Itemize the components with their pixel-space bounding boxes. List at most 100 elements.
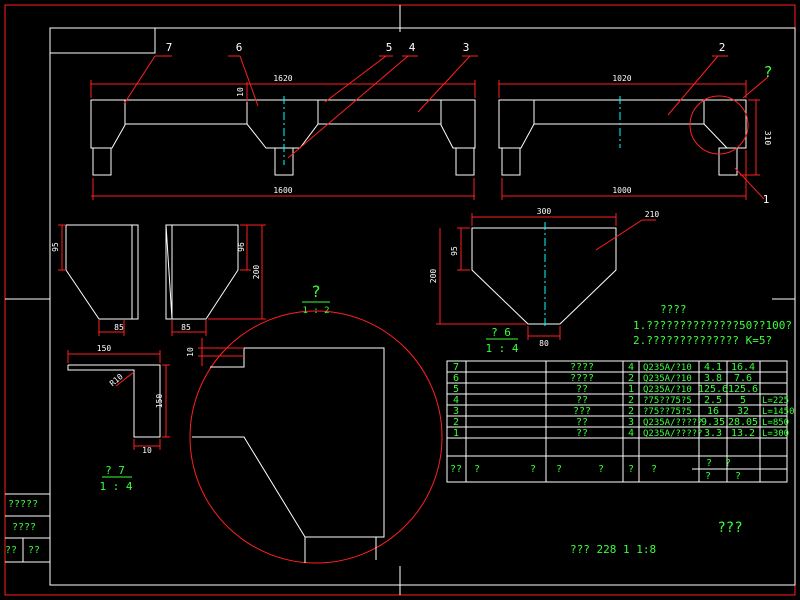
callout-3: 3 <box>463 41 470 54</box>
bom-cell-unit: 9.35 <box>701 417 725 428</box>
bom-cell-unit: 4.1 <box>704 362 722 373</box>
front-dimensions <box>90 55 478 200</box>
bom-header-6: ? <box>651 464 657 475</box>
bom-cell-no: 7 <box>453 362 459 373</box>
bom-cell-qty: 3 <box>628 417 634 428</box>
section-6-dim-200: 200 <box>429 269 438 284</box>
bom-cell-unit: 16 <box>707 406 719 417</box>
title-block-title: ??? <box>717 520 742 536</box>
callout-unknown: ? <box>763 63 772 81</box>
bom-cell-total: 125.6 <box>728 384 758 395</box>
detail-caption-top: ? <box>311 282 321 301</box>
left-part-a <box>65 224 139 320</box>
left-part-b <box>165 224 239 320</box>
left-parts-dimensions <box>58 224 266 336</box>
bom-cell-name: ?? <box>576 428 588 439</box>
bom-cell-unit: 3.3 <box>704 428 722 439</box>
bom-cell-name: ??? <box>573 406 591 417</box>
detail-outline <box>192 347 385 563</box>
bom-cell-unit: 2.5 <box>704 395 722 406</box>
left-dim-96: 96 <box>237 242 246 252</box>
callout-5: 5 <box>386 41 393 54</box>
left-dim-95: 95 <box>51 242 60 252</box>
section-6-dimensions <box>436 213 656 340</box>
bom-header-3: ? <box>556 464 562 475</box>
bom-cell-qty: 2 <box>628 395 634 406</box>
section-6-width: 300 <box>537 207 552 216</box>
bom-cell-no: 5 <box>453 384 459 395</box>
bom-cell-no: 1 <box>453 428 459 439</box>
section-6-dim-95: 95 <box>450 246 459 256</box>
side-dimensions <box>498 55 769 200</box>
bom-cell-qty: 2 <box>628 373 634 384</box>
section-7-caption-top: ? 7 <box>105 464 125 477</box>
left-table-row-1: ????? <box>8 499 38 510</box>
notes-line-2: 2.?????????????? K=5? <box>633 334 772 347</box>
left-table-row-3a: ?? <box>5 545 17 556</box>
bom-cell-qty: 2 <box>628 406 634 417</box>
section-7-dim-10a: 10 <box>142 446 152 455</box>
section-6-outline <box>471 227 617 325</box>
bom-cell-note: L=850 <box>762 418 789 428</box>
bom-cell-name: ?? <box>576 395 588 406</box>
bom-cell-qty: 1 <box>628 384 634 395</box>
bom-grid <box>446 360 788 483</box>
left-table-grid <box>5 493 50 563</box>
bom-cell-name: ???? <box>570 373 594 384</box>
detail-dimension <box>198 338 244 366</box>
bom-cell-total: 28.05 <box>728 417 758 428</box>
side-view <box>498 99 747 176</box>
bom-cell-no: 2 <box>453 417 459 428</box>
bom-header-4: ? <box>598 464 604 475</box>
bom-cell-qty: 4 <box>628 362 634 373</box>
side-dim-bottom: 1000 <box>612 186 631 195</box>
front-dim-side: 10 <box>236 87 245 97</box>
callout-1: 1 <box>763 193 770 206</box>
inner-frame <box>49 27 796 586</box>
section-6-caption-bottom: 1 : 4 <box>485 342 518 355</box>
corner-box <box>49 27 156 54</box>
bom-cell-no: 3 <box>453 406 459 417</box>
side-dim-top: 1020 <box>612 74 631 83</box>
section-7-dim-10b: 10 <box>186 347 195 357</box>
side-dim-height: 310 <box>763 131 772 146</box>
bom-cell-unit: 3.8 <box>704 373 722 384</box>
callout-4: 4 <box>409 41 416 54</box>
bom-cell-material: Q235A/?10 <box>643 374 692 384</box>
bom-cell-total: 7.6 <box>734 373 752 384</box>
front-dim-top: 1620 <box>273 74 292 83</box>
bom-header-sub-1: ? <box>725 458 731 469</box>
section-6-leader: 210 <box>645 210 660 219</box>
bom-cell-total: 16.4 <box>731 362 755 373</box>
outer-border <box>4 4 796 596</box>
title-block-sheet: ??? 228 1 1:8 <box>570 543 656 556</box>
bom-cell-material: Q235A/????? <box>643 429 703 439</box>
left-table-row-3b: ?? <box>28 545 40 556</box>
front-view <box>90 99 476 176</box>
front-dim-bottom: 1600 <box>273 186 292 195</box>
bom-cell-total: 5 <box>740 395 746 406</box>
detail-circle <box>189 310 443 564</box>
callout-6: 6 <box>236 41 243 54</box>
bom-header-sub-2: ? <box>705 471 711 482</box>
bom-cell-note: L=1450 <box>762 407 795 417</box>
left-dim-200: 200 <box>252 265 261 280</box>
centering-marks <box>5 5 795 595</box>
bom-cell-note: L=300 <box>762 429 789 439</box>
bom-header-5: ? <box>628 464 634 475</box>
bom-header-1: ? <box>474 464 480 475</box>
bom-cell-total: 32 <box>737 406 749 417</box>
bom-cell-no: 6 <box>453 373 459 384</box>
bom-cell-unit: 125.6 <box>698 384 728 395</box>
section-6-caption-top: ? 6 <box>491 326 511 339</box>
bom-header-sub-0: ? <box>706 458 712 469</box>
bom-cell-material: ?75??75?5 <box>643 407 692 417</box>
left-table-row-2: ???? <box>12 522 36 533</box>
callout-2: 2 <box>719 41 726 54</box>
notes-title: ???? <box>660 303 687 316</box>
section-6-bottom: 80 <box>539 339 549 348</box>
bom-cell-name: ???? <box>570 362 594 373</box>
bom-cell-total: 13.2 <box>731 428 755 439</box>
